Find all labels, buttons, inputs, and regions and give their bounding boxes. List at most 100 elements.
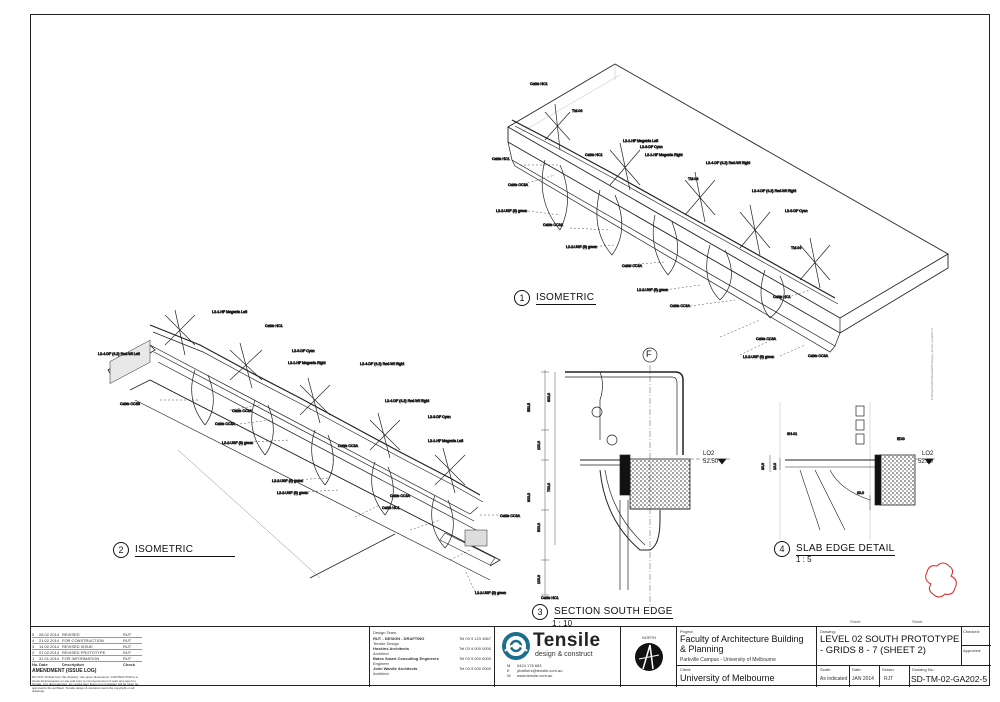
drawing-sheet-border	[30, 14, 990, 686]
sheet-label: Sheet	[912, 619, 923, 624]
grid-marker: F	[646, 349, 652, 359]
amendment-desc: FOR CONSTRUCTION	[62, 638, 104, 643]
consultant-name: Hoskins Architects	[373, 646, 410, 651]
view-title-text: ISOMETRIC	[536, 291, 596, 305]
iso1-label: L2-2-USF (8) green	[743, 355, 774, 359]
slab-edge-detail-linework	[769, 402, 935, 540]
section-dim: 500.0	[537, 523, 541, 532]
iso-2-annotations: L2-1-HF Magenta Left Cable HC1 L2-3-DF C…	[98, 310, 521, 596]
amendment-desc: REVISED PROTOTYPE	[62, 650, 106, 655]
iso2-label: L2-4-DF (4.2) Red-Wt Left	[98, 352, 140, 356]
sheet-label: Sheet	[850, 619, 861, 624]
iso2-label: L2-2-USF (8) green	[277, 491, 308, 495]
amendment-col: Check	[123, 662, 136, 667]
view-title-2: 2 ISOMETRIC	[113, 542, 235, 558]
amendment-date: 07.02.2014	[39, 650, 60, 655]
iso1-label: L2-1-HF Magenta Left	[623, 139, 658, 143]
slab-dim: 30.0	[761, 463, 765, 470]
consultant-row: Hoskins Architects Tel 03 9 000 0000	[373, 646, 491, 651]
iso2-label: L2-1-HF Magenta Left	[428, 439, 463, 443]
project-name: Faculty of Architecture Building & Plann…	[680, 634, 804, 654]
amendment-check: RUT	[123, 638, 132, 643]
iso1-label: Cable CC3A	[543, 223, 564, 227]
company-tagline: design & construct	[535, 651, 593, 658]
amendment-date: 14.02.2014	[39, 644, 60, 649]
drawing-title: LEVEL 02 SOUTH PROTOTYPE - GRIDS 8 - 7 (…	[820, 634, 960, 656]
checked-label: Checked:	[963, 629, 980, 634]
section-dim: 100.0	[537, 441, 541, 450]
iso2-label: L2-4-DF (4.2) Red-Wt Right	[385, 399, 429, 403]
section-dim: 600.0	[547, 393, 551, 402]
slab-dim: EDG	[897, 437, 905, 441]
north-arrow-icon	[635, 643, 663, 671]
consultant-tel: Tel 03 9 000 0000	[459, 666, 491, 671]
amendment-col: Description	[62, 662, 85, 667]
iso2-label: Cable HC1	[265, 324, 283, 328]
web-label: W	[507, 673, 511, 678]
iso1-label: L2-2-USF (8) green	[637, 288, 668, 292]
project-label: Project:	[680, 629, 694, 634]
iso1-label: Cable CC3A	[508, 183, 529, 187]
iso2-label: L2-3-DF Cyan	[292, 349, 315, 353]
scale-value: As indicated	[820, 676, 848, 682]
section-dim: 900.0	[527, 493, 531, 502]
date-label: Date:	[852, 667, 862, 672]
iso2-label: L2-3-DF Cyan	[428, 415, 451, 419]
section-dim: 550.5	[527, 403, 531, 412]
view-number: 4	[774, 541, 790, 557]
view-title-text: ISOMETRIC	[135, 544, 235, 557]
consultant-name: John Wardle Architects	[373, 666, 418, 671]
iso1-label: TM-04	[688, 177, 698, 181]
drawn-label: Drawn:	[882, 667, 895, 672]
project-campus: Parkville Campus - University of Melbour…	[680, 657, 776, 663]
drawn-value: RJT	[884, 676, 894, 682]
amendment-col: Date	[39, 662, 48, 667]
amendments-heading: AMENDMENT (ISSUE LOG)	[32, 668, 97, 674]
consultant-role: Tensile Design	[373, 641, 400, 646]
amendment-no: 5	[32, 632, 35, 637]
iso2-label: Cable HC1	[382, 506, 400, 510]
level-marker-value: 52.50	[703, 459, 719, 465]
north-panel: NORTH	[620, 627, 676, 687]
consultant-tel: Tel 03 9 123 4567	[459, 636, 491, 641]
iso1-label: TM-04	[572, 109, 582, 113]
view-number: 2	[113, 542, 129, 558]
amendment-desc: REVISED ISSUE	[62, 644, 93, 649]
view-title-text: SECTION SOUTH EDGE	[554, 605, 673, 619]
iso1-label: Cable CC3A	[808, 354, 829, 358]
level-marker-name: LO2	[703, 451, 715, 457]
tensile-logo-icon	[502, 632, 530, 660]
amendment-check: RUT	[123, 632, 132, 637]
iso1-label: Cable HC1	[530, 82, 548, 86]
amendment-check: RUT	[123, 650, 132, 655]
iso1-label: TM-04	[791, 246, 801, 250]
slab-dim: 10.0	[773, 463, 777, 470]
iso2-label: L2-4-DF (4.2) Red-Wt Right	[360, 362, 404, 366]
level-marker-name: LO2	[922, 451, 934, 457]
company-name: Tensile	[533, 630, 601, 651]
iso2-label: Cable CC3A	[338, 444, 359, 448]
iso1-label: Cable CC3A	[670, 304, 691, 308]
section-label: Cable HC1	[541, 596, 559, 600]
view-number: 1	[514, 290, 530, 306]
drawing-number: SD-TM-02-GA202-5	[911, 674, 988, 684]
section-dim: 100.0	[537, 575, 541, 584]
iso2-label: Cable CC3A	[215, 422, 236, 426]
iso1-label: Cable HC1	[492, 157, 510, 161]
amendments-notes: DO NOT SCALE from this drawing. Use give…	[32, 675, 139, 693]
slab-dim: 30.0	[857, 491, 864, 495]
iso2-label: L2-2-USF (8) green	[475, 591, 506, 595]
iso1-label: Cable CC3A	[622, 264, 643, 268]
consultant-tel: Tel 03 9 000 0000	[459, 646, 491, 651]
amendment-check: RUT	[123, 656, 132, 661]
consultant-name: Bates Smart Consulting Engineers	[373, 656, 439, 661]
iso2-label: L2-1-HF Magenta Right	[288, 361, 326, 365]
iso1-label: L2-1-HF Magenta Right	[645, 153, 683, 157]
